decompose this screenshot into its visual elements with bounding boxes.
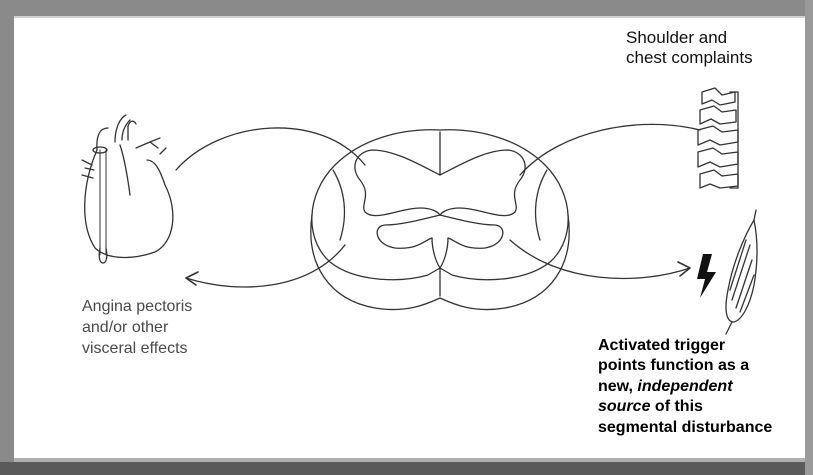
label-trigger-line4: source of this bbox=[598, 397, 772, 417]
label-trigger-line5: segmental disturbance bbox=[598, 418, 772, 438]
label-trigger-line3a: new, bbox=[598, 378, 637, 395]
arrowhead-right bbox=[678, 262, 690, 276]
label-trigger-line3: new, independent bbox=[598, 377, 772, 397]
arc-cord-to-trigger bbox=[510, 240, 690, 278]
label-trigger-line4a: source bbox=[598, 398, 650, 415]
label-trigger-points: Activated trigger points function as a n… bbox=[598, 336, 772, 438]
label-trigger-line1: Activated trigger bbox=[598, 336, 772, 356]
label-angina: Angina pectoris and/or other visceral ef… bbox=[82, 297, 192, 359]
lightning-icon bbox=[697, 254, 716, 298]
label-angina-line3: visceral effects bbox=[82, 339, 192, 360]
label-trigger-line2: points function as a bbox=[598, 356, 772, 376]
arrowhead-left bbox=[186, 272, 198, 285]
label-shoulder-line1: Shoulder and bbox=[626, 28, 753, 48]
label-trigger-line4b: of this bbox=[650, 398, 702, 415]
label-trigger-line3b: independent bbox=[637, 378, 732, 395]
label-shoulder-line2: chest complaints bbox=[626, 48, 753, 68]
label-angina-line2: and/or other bbox=[82, 318, 192, 339]
muscle-icon bbox=[726, 210, 757, 334]
label-angina-line1: Angina pectoris bbox=[82, 297, 192, 318]
spine-icon bbox=[698, 88, 738, 188]
spinal-cord-icon bbox=[311, 130, 569, 310]
label-shoulder-chest: Shoulder and chest complaints bbox=[626, 28, 753, 68]
heart-icon bbox=[82, 115, 173, 263]
